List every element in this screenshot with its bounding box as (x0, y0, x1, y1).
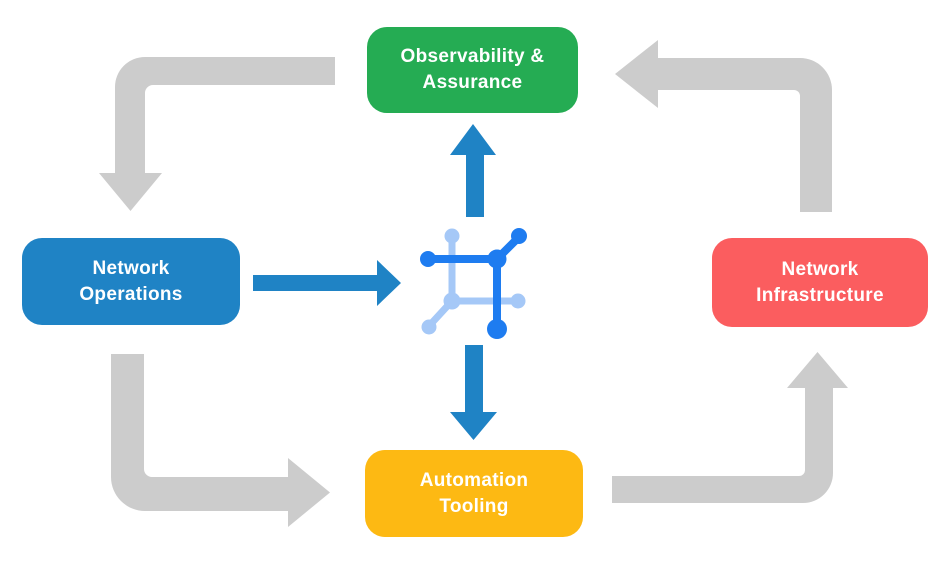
mesh-node-dot (443, 292, 461, 310)
cycle-arrow-infrastructure-to-observability-icon (615, 40, 832, 212)
node-label: Automation Tooling (419, 469, 529, 517)
mesh-node-dot (511, 228, 527, 244)
mesh-node-dot (421, 319, 437, 335)
node-label: Network Infrastructure (756, 258, 884, 306)
cycle-arrow-automation-to-infrastructure-icon (612, 352, 848, 503)
mesh-node-dot (444, 228, 460, 244)
flow-arrows (253, 124, 497, 440)
cycle-arrows (99, 40, 848, 527)
mesh-node-dot (487, 319, 507, 339)
network-mesh-icon-dark (420, 228, 527, 339)
flow-arrow-hub-to-automation-icon (450, 345, 497, 440)
flow-arrow-operations-to-hub-icon (253, 260, 401, 306)
mesh-node-dot (420, 251, 436, 267)
node-network-infrastructure: Network Infrastructure (712, 238, 928, 327)
flow-arrow-hub-to-observability-icon (450, 124, 496, 217)
node-automation-tooling: Automation Tooling (365, 450, 583, 537)
mesh-node-dot (487, 249, 507, 269)
mesh-node-dot (510, 293, 526, 309)
cycle-arrow-operations-to-automation-icon (111, 354, 330, 527)
node-observability-assurance: Observability & Assurance (367, 27, 578, 113)
node-label: Observability & Assurance (400, 46, 545, 93)
node-label: Network Operations (79, 257, 183, 305)
node-network-operations: Network Operations (22, 238, 240, 325)
cycle-arrow-observability-to-operations-icon (99, 57, 335, 211)
